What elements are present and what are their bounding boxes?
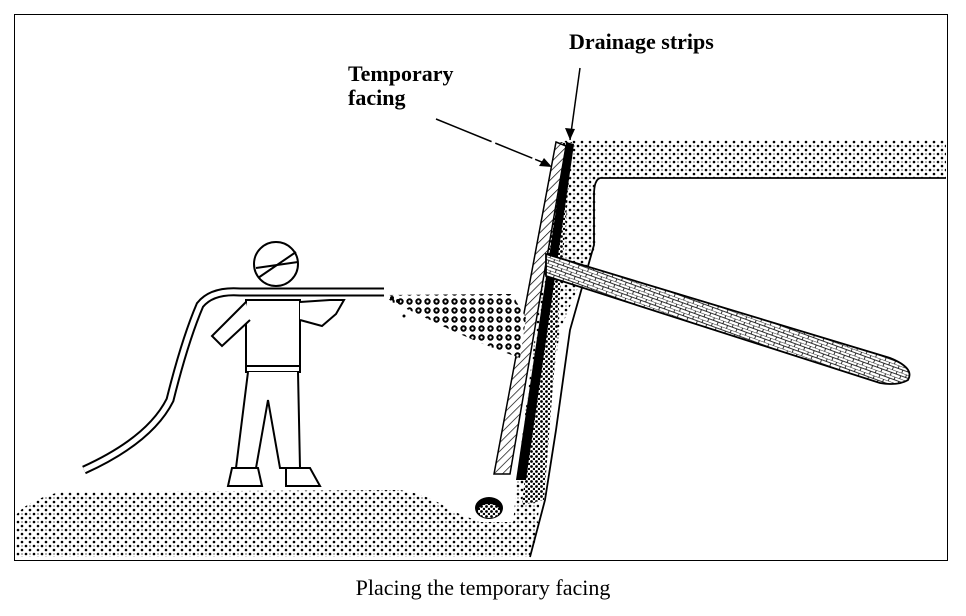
excavated-soil (510, 140, 946, 557)
drainage-arrow (569, 67, 581, 141)
facing-arrow (435, 118, 550, 166)
temporary-facing-strip (493, 140, 567, 475)
drainage-strip (516, 142, 574, 480)
temporary-facing-label-line2: facing (348, 85, 406, 111)
soil-nail (545, 252, 911, 385)
figure-caption: Placing the temporary facing (355, 575, 611, 600)
ground-soil (16, 490, 540, 557)
figure-frame (14, 14, 948, 561)
worker-figure (210, 241, 346, 487)
spray-cone (384, 294, 526, 358)
temporary-facing-label: Temporary facing (348, 61, 454, 111)
drainage-strips-label: Drainage strips (569, 29, 714, 54)
temporary-facing-label-line1: Temporary (348, 61, 454, 86)
